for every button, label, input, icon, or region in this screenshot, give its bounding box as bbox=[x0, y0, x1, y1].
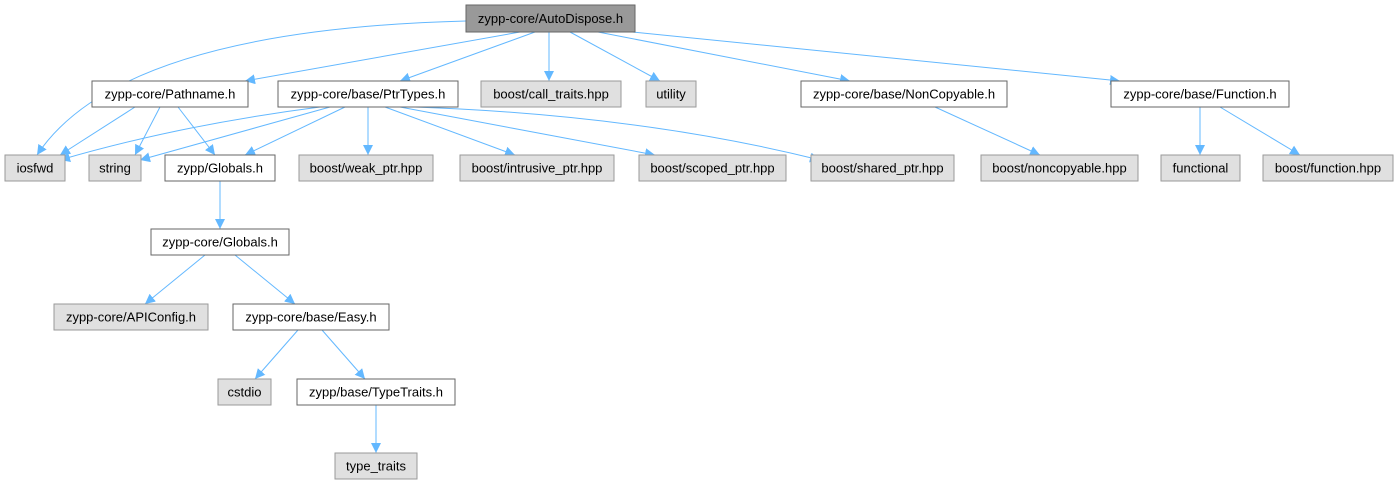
node-label: boost/intrusive_ptr.hpp bbox=[472, 161, 603, 176]
node-n22: boost/function.hpp bbox=[1262, 154, 1394, 182]
node-box bbox=[1262, 154, 1394, 182]
node-label: boost/weak_ptr.hpp bbox=[310, 161, 423, 176]
node-box bbox=[638, 154, 787, 182]
node-label: type_traits bbox=[346, 459, 406, 474]
node-n17: utility bbox=[645, 80, 697, 108]
node-n21: functional bbox=[1160, 154, 1241, 182]
node-box bbox=[1160, 154, 1241, 182]
node-box bbox=[298, 154, 434, 182]
node-label: boost/noncopyable.hpp bbox=[992, 161, 1126, 176]
edge-n2-n1 bbox=[59, 106, 136, 156]
node-n8: cstdio bbox=[217, 378, 272, 406]
node-box bbox=[800, 80, 1008, 108]
edge-n11-n1 bbox=[59, 106, 321, 163]
node-label: zypp-core/base/NonCopyable.h bbox=[813, 87, 995, 102]
edge-n11-n14 bbox=[399, 106, 656, 159]
edge-n5-n6 bbox=[144, 254, 206, 305]
node-n1: iosfwd bbox=[4, 154, 66, 182]
edge-n2-n3 bbox=[134, 106, 161, 156]
node-box bbox=[480, 80, 622, 108]
node-n16: boost/call_traits.hpp bbox=[480, 80, 622, 108]
node-label: zypp/Globals.h bbox=[177, 161, 263, 176]
node-box bbox=[810, 154, 955, 182]
node-n10: type_traits bbox=[334, 452, 418, 480]
node-box bbox=[88, 154, 142, 182]
edge-n11-n13 bbox=[384, 106, 516, 157]
node-box bbox=[232, 303, 390, 331]
edge-n2-n4 bbox=[177, 106, 216, 156]
node-label: zypp/base/TypeTraits.h bbox=[309, 385, 443, 400]
node-label: zypp-core/base/Easy.h bbox=[245, 310, 376, 325]
node-n12: boost/weak_ptr.hpp bbox=[298, 154, 434, 182]
node-label: boost/shared_ptr.hpp bbox=[821, 161, 943, 176]
node-label: functional bbox=[1173, 161, 1229, 176]
edge-n0-n17 bbox=[569, 31, 661, 82]
edge-n18-n19 bbox=[934, 106, 1041, 156]
node-box bbox=[217, 378, 272, 406]
node-n3: string bbox=[88, 154, 142, 182]
node-n20[interactable]: zypp-core/base/Function.h bbox=[1110, 80, 1290, 108]
node-box bbox=[91, 80, 249, 108]
node-box bbox=[150, 228, 290, 256]
node-n4[interactable]: zypp/Globals.h bbox=[164, 154, 276, 182]
node-n19: boost/noncopyable.hpp bbox=[980, 154, 1139, 182]
node-n2[interactable]: zypp-core/Pathname.h bbox=[91, 80, 249, 108]
node-box bbox=[980, 154, 1139, 182]
node-box bbox=[645, 80, 697, 108]
edges-layer bbox=[36, 20, 1301, 453]
node-label: cstdio bbox=[228, 385, 262, 400]
node-n5[interactable]: zypp-core/Globals.h bbox=[150, 228, 290, 256]
node-n11[interactable]: zypp-core/base/PtrTypes.h bbox=[277, 80, 459, 108]
node-label: iosfwd bbox=[17, 161, 54, 176]
edge-n11-n4 bbox=[244, 106, 346, 156]
node-label: utility bbox=[656, 87, 686, 102]
node-box bbox=[277, 80, 459, 108]
node-box bbox=[53, 303, 209, 331]
node-label: zypp-core/base/Function.h bbox=[1123, 87, 1276, 102]
edge-n11-n3 bbox=[139, 106, 331, 163]
node-label: zypp-core/base/PtrTypes.h bbox=[291, 87, 446, 102]
edge-n20-n22 bbox=[1219, 106, 1301, 156]
node-box bbox=[465, 4, 636, 33]
edge-n0-n1 bbox=[36, 20, 467, 156]
edge-n7-n9 bbox=[321, 329, 366, 380]
edge-n0-n20 bbox=[611, 29, 1121, 85]
node-n7[interactable]: zypp-core/base/Easy.h bbox=[232, 303, 390, 331]
edge-n5-n7 bbox=[234, 254, 296, 305]
node-label: zypp-core/APIConfig.h bbox=[66, 310, 196, 325]
node-box bbox=[4, 154, 66, 182]
edge-n7-n8 bbox=[254, 329, 299, 380]
node-n14: boost/scoped_ptr.hpp bbox=[638, 154, 787, 182]
node-n15: boost/shared_ptr.hpp bbox=[810, 154, 955, 182]
node-box bbox=[334, 452, 418, 480]
node-box bbox=[164, 154, 276, 182]
node-box bbox=[296, 378, 456, 406]
node-box bbox=[459, 154, 615, 182]
node-n13: boost/intrusive_ptr.hpp bbox=[459, 154, 615, 182]
node-n0: zypp-core/AutoDispose.h bbox=[465, 4, 636, 33]
node-n9[interactable]: zypp/base/TypeTraits.h bbox=[296, 378, 456, 406]
edge-n11-n15 bbox=[414, 106, 821, 163]
node-label: boost/call_traits.hpp bbox=[493, 87, 609, 102]
node-n6: zypp-core/APIConfig.h bbox=[53, 303, 209, 331]
node-label: zypp-core/Pathname.h bbox=[105, 87, 236, 102]
node-label: zypp-core/AutoDispose.h bbox=[478, 11, 623, 26]
nodes-layer: zypp-core/AutoDispose.h iosfwd zypp-core/P… bbox=[4, 4, 1394, 480]
node-label: string bbox=[99, 161, 131, 176]
node-label: boost/scoped_ptr.hpp bbox=[650, 161, 774, 176]
node-box bbox=[1110, 80, 1290, 108]
edge-n0-n11 bbox=[399, 31, 536, 83]
node-label: zypp-core/Globals.h bbox=[162, 235, 278, 250]
node-label: boost/function.hpp bbox=[1275, 161, 1381, 176]
edge-n0-n2 bbox=[244, 31, 521, 85]
node-n18[interactable]: zypp-core/base/NonCopyable.h bbox=[800, 80, 1008, 108]
edge-n0-n18 bbox=[597, 31, 851, 84]
